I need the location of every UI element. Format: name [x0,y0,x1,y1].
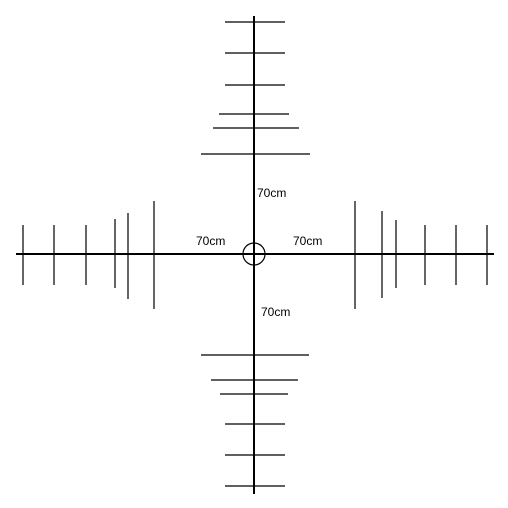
label-right-distance: 70cm [293,234,322,248]
label-left-distance: 70cm [196,234,225,248]
label-down-distance: 70cm [261,305,290,319]
label-up-distance: 70cm [257,186,286,200]
center-mast-circle [242,242,266,266]
